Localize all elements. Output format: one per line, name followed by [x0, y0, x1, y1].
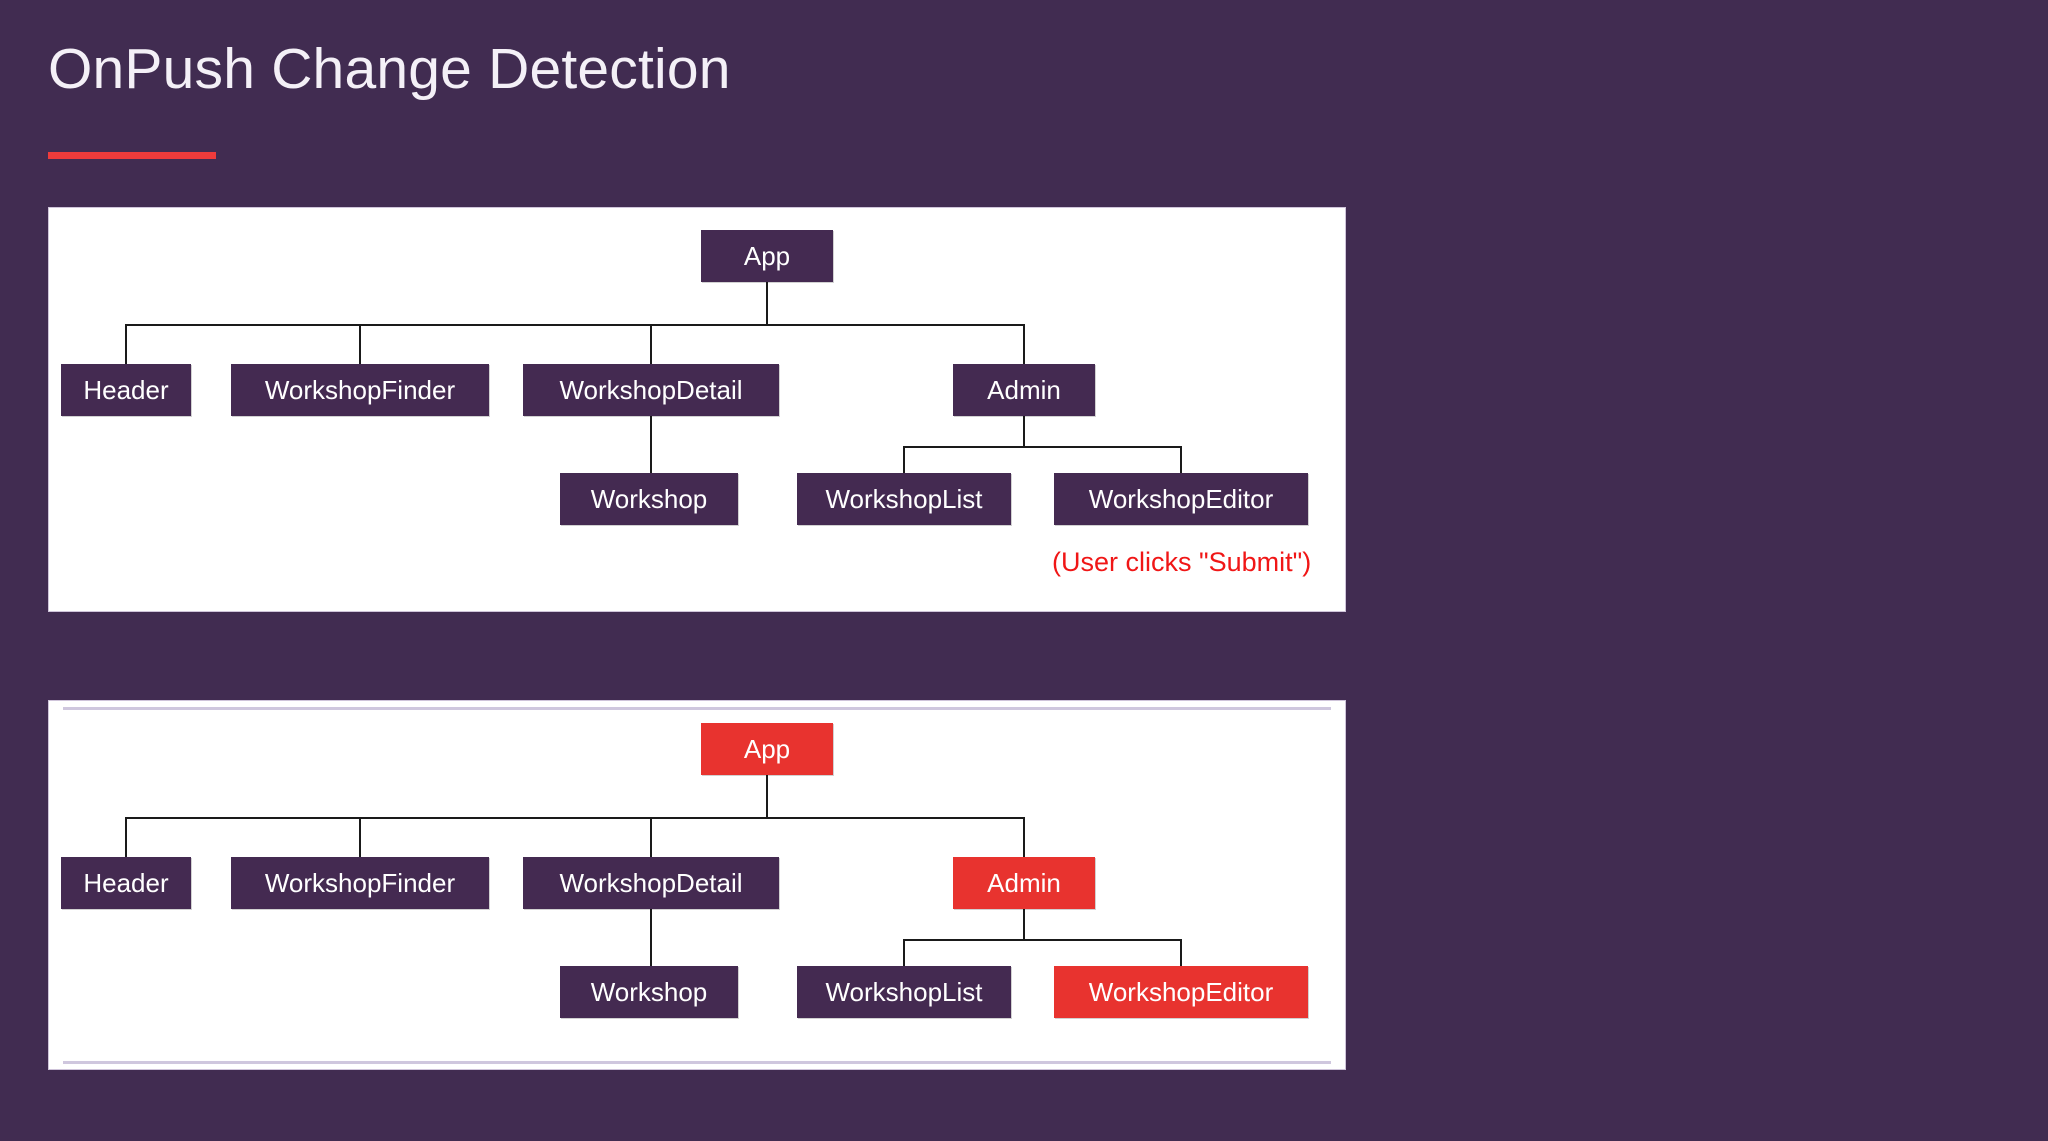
- tree-connector: [359, 324, 361, 364]
- tree-connector: [1023, 324, 1025, 364]
- tree-node-workshop[interactable]: Workshop: [560, 966, 738, 1018]
- tree-connector: [650, 324, 652, 364]
- tree-connector: [359, 817, 361, 857]
- tree-node-workshoplist[interactable]: WorkshopList: [797, 473, 1011, 525]
- tree-connector: [903, 446, 905, 473]
- tree-connector: [1023, 909, 1025, 939]
- tree-connector: [766, 282, 768, 324]
- tree-connector: [904, 446, 1181, 448]
- tree-node-workshoplist[interactable]: WorkshopList: [797, 966, 1011, 1018]
- tree-connector: [904, 939, 1181, 941]
- tree-node-workshopfinder[interactable]: WorkshopFinder: [231, 857, 489, 909]
- tree-node-app[interactable]: App: [701, 230, 833, 282]
- tree-connector: [650, 416, 652, 473]
- tree-node-header[interactable]: Header: [61, 857, 191, 909]
- tree-node-admin[interactable]: Admin: [953, 857, 1095, 909]
- diagram-caption: (User clicks "Submit"): [1052, 547, 1312, 577]
- tree-connector: [1180, 446, 1182, 473]
- tree-node-admin[interactable]: Admin: [953, 364, 1095, 416]
- page-title: OnPush Change Detection: [48, 37, 731, 101]
- tree-connector: [1180, 939, 1182, 966]
- tree-connector: [766, 775, 768, 817]
- title-underline-accent: [48, 152, 216, 159]
- tree-connector: [125, 324, 127, 364]
- tree-node-workshopeditor[interactable]: WorkshopEditor: [1054, 966, 1308, 1018]
- tree-node-workshopfinder[interactable]: WorkshopFinder: [231, 364, 489, 416]
- tree-connector: [125, 817, 127, 857]
- tree-connector: [650, 909, 652, 966]
- tree-connector: [1023, 817, 1025, 857]
- tree-connector: [1023, 416, 1025, 446]
- tree-node-header[interactable]: Header: [61, 364, 191, 416]
- tree-node-app[interactable]: App: [701, 723, 833, 775]
- tree-connector: [650, 817, 652, 857]
- tree-node-workshopeditor[interactable]: WorkshopEditor: [1054, 473, 1308, 525]
- tree-connector: [126, 324, 1024, 326]
- tree-node-workshop[interactable]: Workshop: [560, 473, 738, 525]
- tree-node-workshopdetail[interactable]: WorkshopDetail: [523, 364, 779, 416]
- tree-node-workshopdetail[interactable]: WorkshopDetail: [523, 857, 779, 909]
- tree-connector: [126, 817, 1024, 819]
- tree-connector: [903, 939, 905, 966]
